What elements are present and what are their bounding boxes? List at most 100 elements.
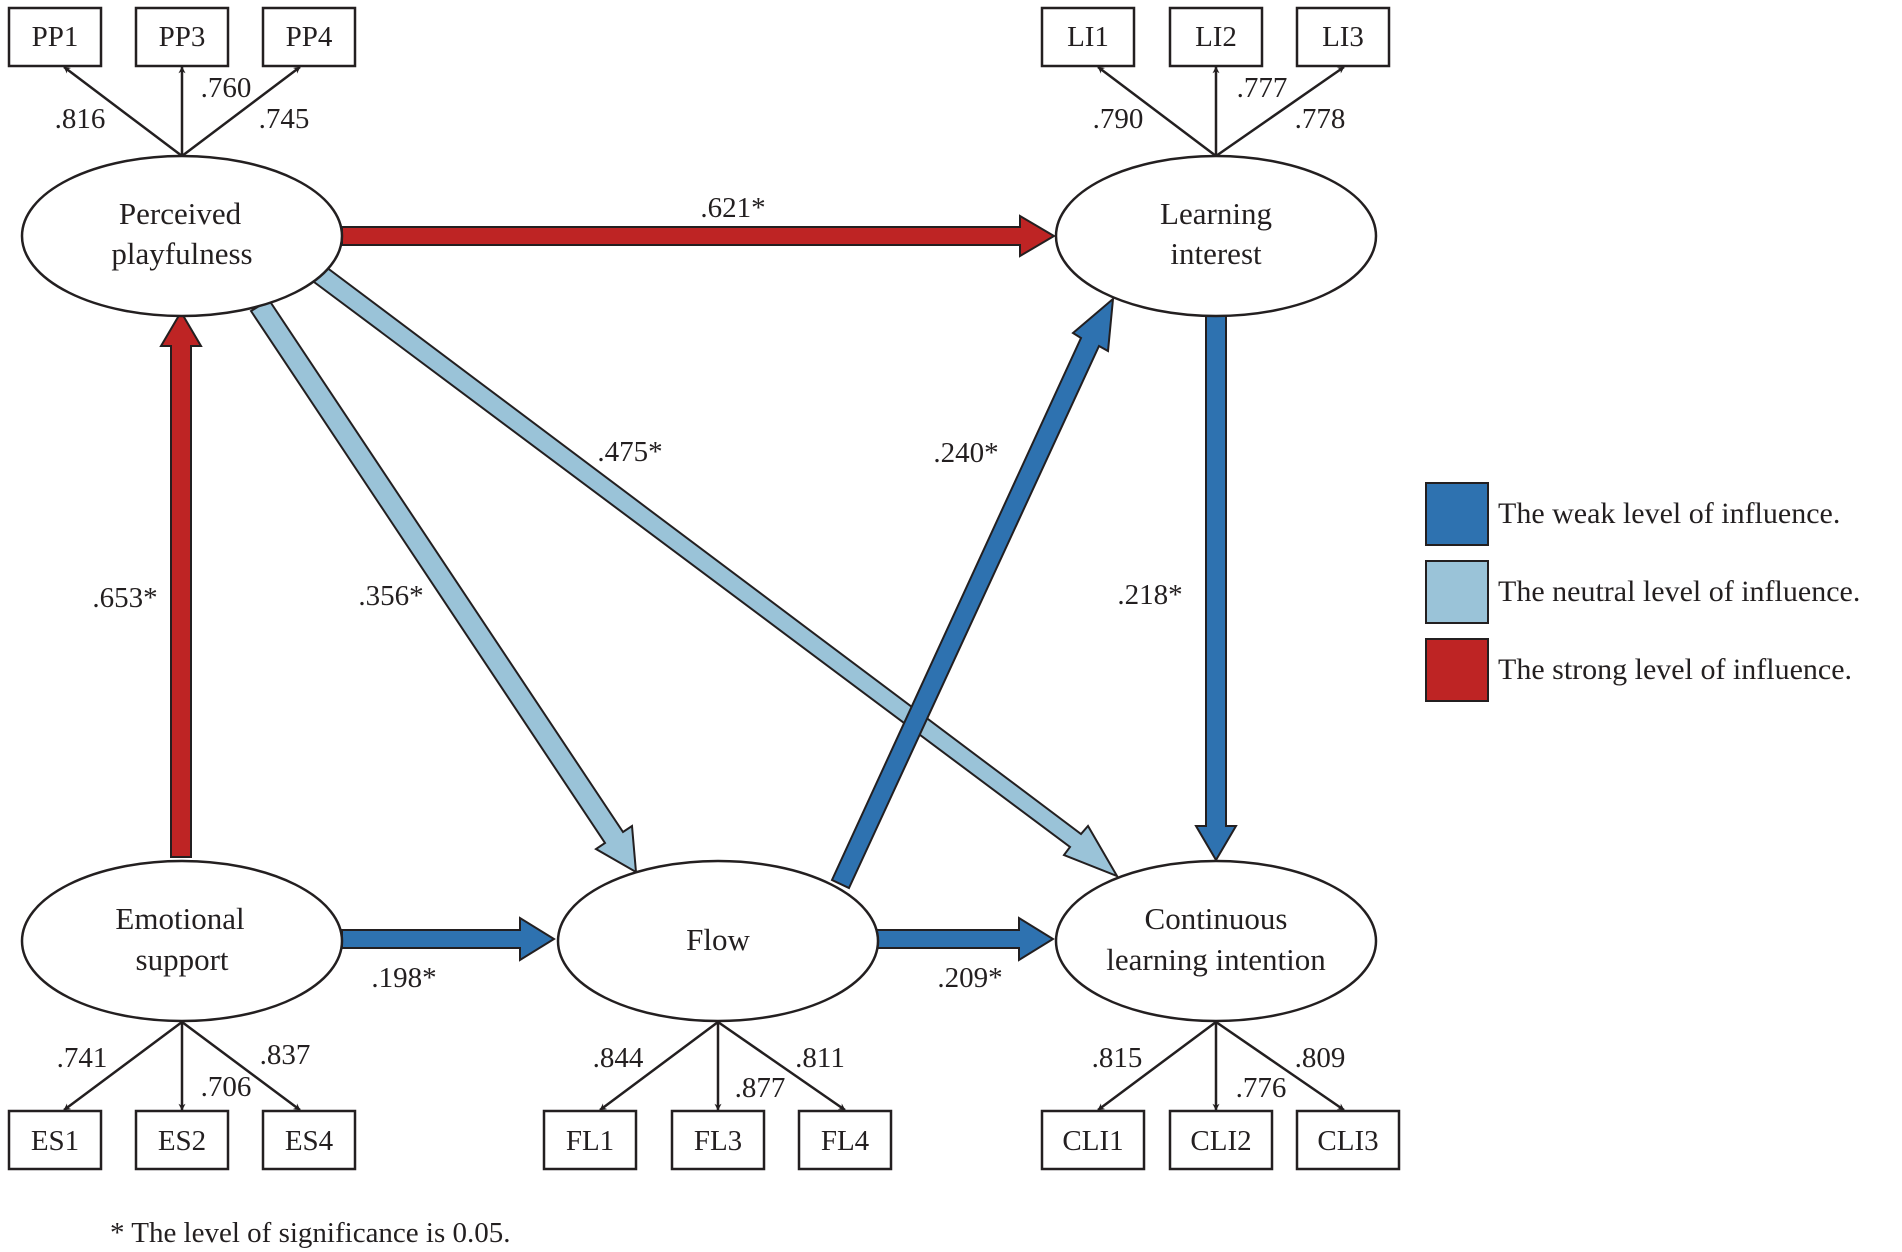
loading-fl3: .877 — [735, 1072, 786, 1104]
indicator-box-li2 — [1168, 6, 1264, 68]
construct-flow — [556, 859, 880, 1023]
indicator-boxes — [7, 6, 1401, 1171]
factor-loadings: .816 .760 .745 .790 .777 .778 .741 .706 … — [55, 72, 1346, 1104]
indicator-name-cli2: CLI2 — [1190, 1125, 1251, 1157]
construct-emotional-support — [20, 859, 344, 1023]
path-coef-pp-cli: .475* — [597, 436, 662, 468]
indicator-box-li3 — [1295, 6, 1391, 68]
loading-es4: .837 — [260, 1039, 311, 1071]
indicator-name-pp1: PP1 — [32, 21, 79, 53]
construct-learning-interest — [1054, 154, 1378, 318]
legend-label-weak: The weak level of influence. — [1498, 497, 1840, 530]
indicator-name-es1: ES1 — [31, 1125, 79, 1157]
loading-cli3: .809 — [1295, 1042, 1346, 1074]
indicator-name-es2: ES2 — [158, 1125, 206, 1157]
path-coef-li-cli: .218* — [1117, 579, 1182, 611]
construct-perceived-playfulness — [20, 154, 344, 318]
indicator-name-li3: LI3 — [1322, 21, 1364, 53]
construct-label-pp-line2: playfulness — [111, 236, 252, 271]
indicator-name-es4: ES4 — [285, 1125, 334, 1157]
construct-label-es-line2: support — [136, 942, 229, 977]
loading-pp3: .760 — [201, 72, 252, 104]
indicator-box-pp3 — [134, 6, 230, 68]
construct-label-pp-line1: Perceived — [119, 196, 242, 231]
construct-label-es-line1: Emotional — [115, 901, 244, 936]
construct-label-fl-line1: Flow — [686, 922, 750, 957]
loading-es1: .741 — [57, 1042, 108, 1074]
loading-arrow-cli1 — [1097, 1020, 1217, 1112]
indicator-name-pp3: PP3 — [159, 21, 206, 53]
indicator-name-li2: LI2 — [1195, 21, 1237, 53]
legend: The weak level of influence. The neutral… — [1425, 482, 1860, 702]
legend-label-strong: The strong level of influence. — [1498, 653, 1852, 686]
legend-label-neutral: The neutral level of influence. — [1498, 575, 1860, 608]
legend-swatch-strong — [1425, 638, 1489, 702]
legend-swatch-neutral — [1425, 560, 1489, 624]
indicator-box-pp4 — [261, 6, 357, 68]
loading-li3: .778 — [1295, 103, 1346, 135]
indicator-name-fl3: FL3 — [694, 1125, 742, 1157]
indicator-box-cli1 — [1040, 1109, 1146, 1171]
loading-cli1: .815 — [1092, 1042, 1143, 1074]
path-arrow-es-to-fl — [341, 916, 556, 962]
significance-footnote: * The level of significance is 0.05. — [110, 1217, 511, 1249]
path-arrow-li-to-cli — [1194, 313, 1238, 862]
loading-arrow-pp1 — [63, 66, 183, 157]
loading-arrow-li1 — [1097, 66, 1217, 157]
loading-arrow-li3 — [1215, 65, 1345, 158]
path-arrow-fl-to-li — [830, 296, 1115, 890]
construct-label-li-line2: interest — [1170, 236, 1262, 271]
loading-fl4: .811 — [795, 1042, 845, 1074]
indicator-box-pp1 — [7, 6, 103, 68]
path-arrow-fl-to-cli — [876, 916, 1055, 962]
construct-label-cli-line1: Continuous — [1145, 901, 1288, 936]
path-coefficients: .621* .653* .356* .475* .240* .218* .198… — [92, 192, 1182, 994]
indicator-name-cli1: CLI1 — [1062, 1125, 1123, 1157]
indicator-box-es4 — [261, 1109, 357, 1171]
path-coef-fl-cli: .209* — [937, 962, 1002, 994]
path-arrow-es-to-pp — [159, 310, 203, 858]
loading-arrow-es4 — [181, 1020, 301, 1112]
loading-arrow-es1 — [63, 1020, 183, 1112]
indicator-box-fl3 — [670, 1109, 766, 1171]
path-coef-es-pp: .653* — [92, 582, 157, 614]
loading-pp4: .745 — [259, 103, 310, 135]
indicator-names: PP1 PP3 PP4 LI1 LI2 LI3 ES1 ES2 ES4 FL1 … — [31, 21, 1379, 1157]
loading-pp1: .816 — [55, 103, 106, 135]
indicator-box-cli2 — [1168, 1109, 1274, 1171]
loading-fl1: .844 — [593, 1042, 644, 1074]
loading-arrows — [63, 65, 1345, 1112]
loading-arrow-pp4 — [181, 66, 301, 157]
indicator-box-li1 — [1040, 6, 1136, 68]
path-coef-pp-li: .621* — [700, 192, 765, 224]
loading-li2: .777 — [1237, 72, 1288, 104]
path-coef-es-fl: .198* — [371, 962, 436, 994]
structural-paths — [159, 214, 1238, 962]
legend-swatch-weak — [1425, 482, 1489, 546]
construct-label-cli-line2: learning intention — [1106, 942, 1326, 977]
indicator-name-fl4: FL4 — [821, 1125, 870, 1157]
path-arrow-pp-to-fl — [249, 298, 638, 874]
loading-arrow-cli3 — [1215, 1020, 1345, 1112]
constructs — [20, 154, 1378, 1023]
path-arrow-pp-to-li — [341, 214, 1056, 258]
loading-cli2: .776 — [1236, 1072, 1287, 1104]
indicator-name-pp4: PP4 — [286, 21, 333, 53]
indicator-box-cli3 — [1295, 1109, 1401, 1171]
indicator-box-fl4 — [797, 1109, 893, 1171]
path-coef-fl-li: .240* — [933, 437, 998, 469]
indicator-box-es2 — [134, 1109, 230, 1171]
construct-continuous-learning-intention — [1054, 859, 1378, 1023]
indicator-name-fl1: FL1 — [566, 1125, 614, 1157]
indicator-box-fl1 — [542, 1109, 638, 1171]
loading-arrow-fl4 — [717, 1020, 846, 1112]
indicator-box-es1 — [7, 1109, 103, 1171]
path-coef-pp-fl: .356* — [358, 580, 423, 612]
indicator-name-cli3: CLI3 — [1317, 1125, 1378, 1157]
loading-li1: .790 — [1093, 103, 1144, 135]
indicator-name-li1: LI1 — [1067, 21, 1109, 53]
construct-labels: Perceived playfulness Learning interest … — [111, 196, 1326, 977]
loading-es2: .706 — [201, 1071, 252, 1103]
construct-label-li-line1: Learning — [1160, 196, 1272, 231]
